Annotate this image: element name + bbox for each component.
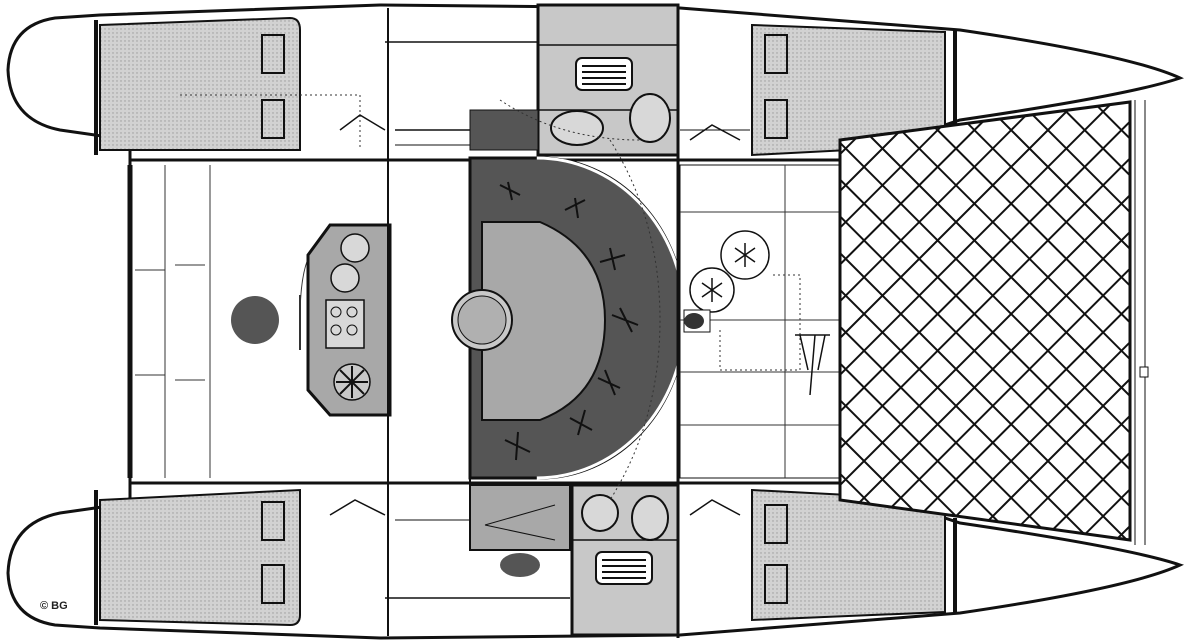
hatch-icon bbox=[595, 551, 653, 585]
pillow-icon bbox=[764, 564, 788, 604]
step-icon bbox=[500, 553, 540, 577]
aft-port-cabin bbox=[94, 16, 361, 155]
copyright-mark: © BG bbox=[40, 600, 68, 612]
sink-icon bbox=[330, 263, 360, 293]
sink-icon bbox=[550, 110, 604, 146]
forward-cockpit bbox=[679, 164, 841, 479]
trampoline-net bbox=[838, 100, 1149, 545]
sink-icon bbox=[581, 494, 619, 532]
forward-starboard-cabin bbox=[689, 488, 957, 622]
pillow-icon bbox=[764, 34, 788, 74]
winch-icon bbox=[231, 296, 279, 344]
galley bbox=[306, 223, 392, 417]
pillow-icon bbox=[261, 501, 285, 541]
pillow-icon bbox=[261, 564, 285, 604]
stove-icon bbox=[325, 299, 365, 349]
cushion-markers bbox=[499, 181, 639, 461]
saloon-dashed-lines bbox=[499, 99, 661, 501]
sink-icon bbox=[340, 233, 370, 263]
anchor-icon bbox=[795, 334, 830, 396]
hatch-icon bbox=[575, 57, 633, 91]
pillow-icon bbox=[764, 99, 788, 139]
pillow-icon bbox=[261, 34, 285, 74]
toilet-icon bbox=[631, 495, 669, 541]
top-hull-head bbox=[536, 3, 680, 157]
pillow-icon bbox=[764, 504, 788, 544]
copyright-text: © BG bbox=[40, 600, 68, 612]
aft-starboard-cabin bbox=[94, 488, 386, 627]
bottom-hull-head bbox=[570, 483, 680, 637]
toilet-icon bbox=[629, 93, 671, 143]
bottom-hull-companionway bbox=[385, 483, 571, 636]
table-icon bbox=[481, 221, 607, 421]
helm-wheel-icon bbox=[333, 363, 371, 401]
pillow-icon bbox=[261, 99, 285, 139]
saloon-settee bbox=[451, 156, 687, 480]
